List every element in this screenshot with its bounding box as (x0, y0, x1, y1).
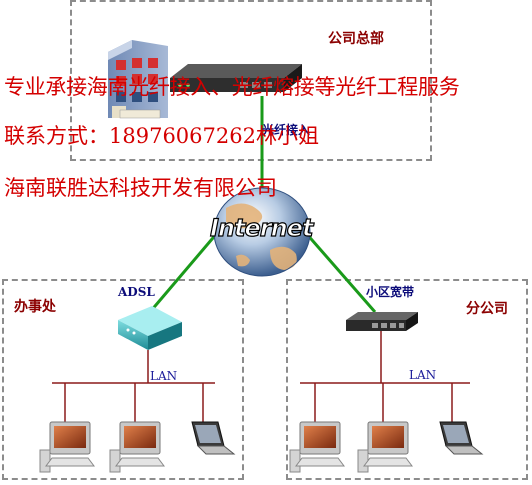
office-laptop-icon (191, 421, 236, 455)
office-lan-label: LAN (150, 369, 178, 383)
internet-globe-icon (213, 187, 311, 277)
branch-box (286, 279, 528, 480)
hq-router-icon (170, 64, 302, 92)
overlay-company-text: 海南联胜达科技开发有限公司 (4, 176, 277, 200)
branch-desktop-1-icon (289, 421, 345, 473)
branch-link (303, 231, 377, 313)
office-desktop-1-icon (39, 421, 95, 473)
branch-desktop-2-icon (357, 421, 413, 473)
branch-laptop-icon (439, 421, 484, 455)
office-title: 办事处 (14, 299, 56, 315)
overlay-service-text: 专业承接海南光纤接入、光纤熔接等光纤工程服务 (4, 75, 460, 99)
branch-title: 分公司 (466, 301, 508, 317)
hq-title: 公司总部 (328, 31, 384, 47)
lan-wiring (52, 331, 470, 422)
office-adsl-link (148, 231, 220, 313)
hq-box (70, 0, 432, 161)
fiber-access-label: 光纤接入 (262, 123, 311, 137)
adsl-label: ADSL (118, 285, 155, 299)
hq-building-icon (108, 40, 168, 119)
wan-links (148, 96, 377, 313)
internet-label: Internet (209, 214, 314, 242)
branch-broadband-label: 小区宽带 (366, 285, 415, 299)
overlay-contact-text: 联系方式：18976067262林小姐 (4, 124, 319, 148)
office-box (2, 279, 244, 480)
adsl-modem-icon (118, 306, 182, 350)
office-desktop-2-icon (109, 421, 165, 473)
branch-lan-label: LAN (409, 368, 437, 382)
branch-router-icon (346, 312, 418, 331)
